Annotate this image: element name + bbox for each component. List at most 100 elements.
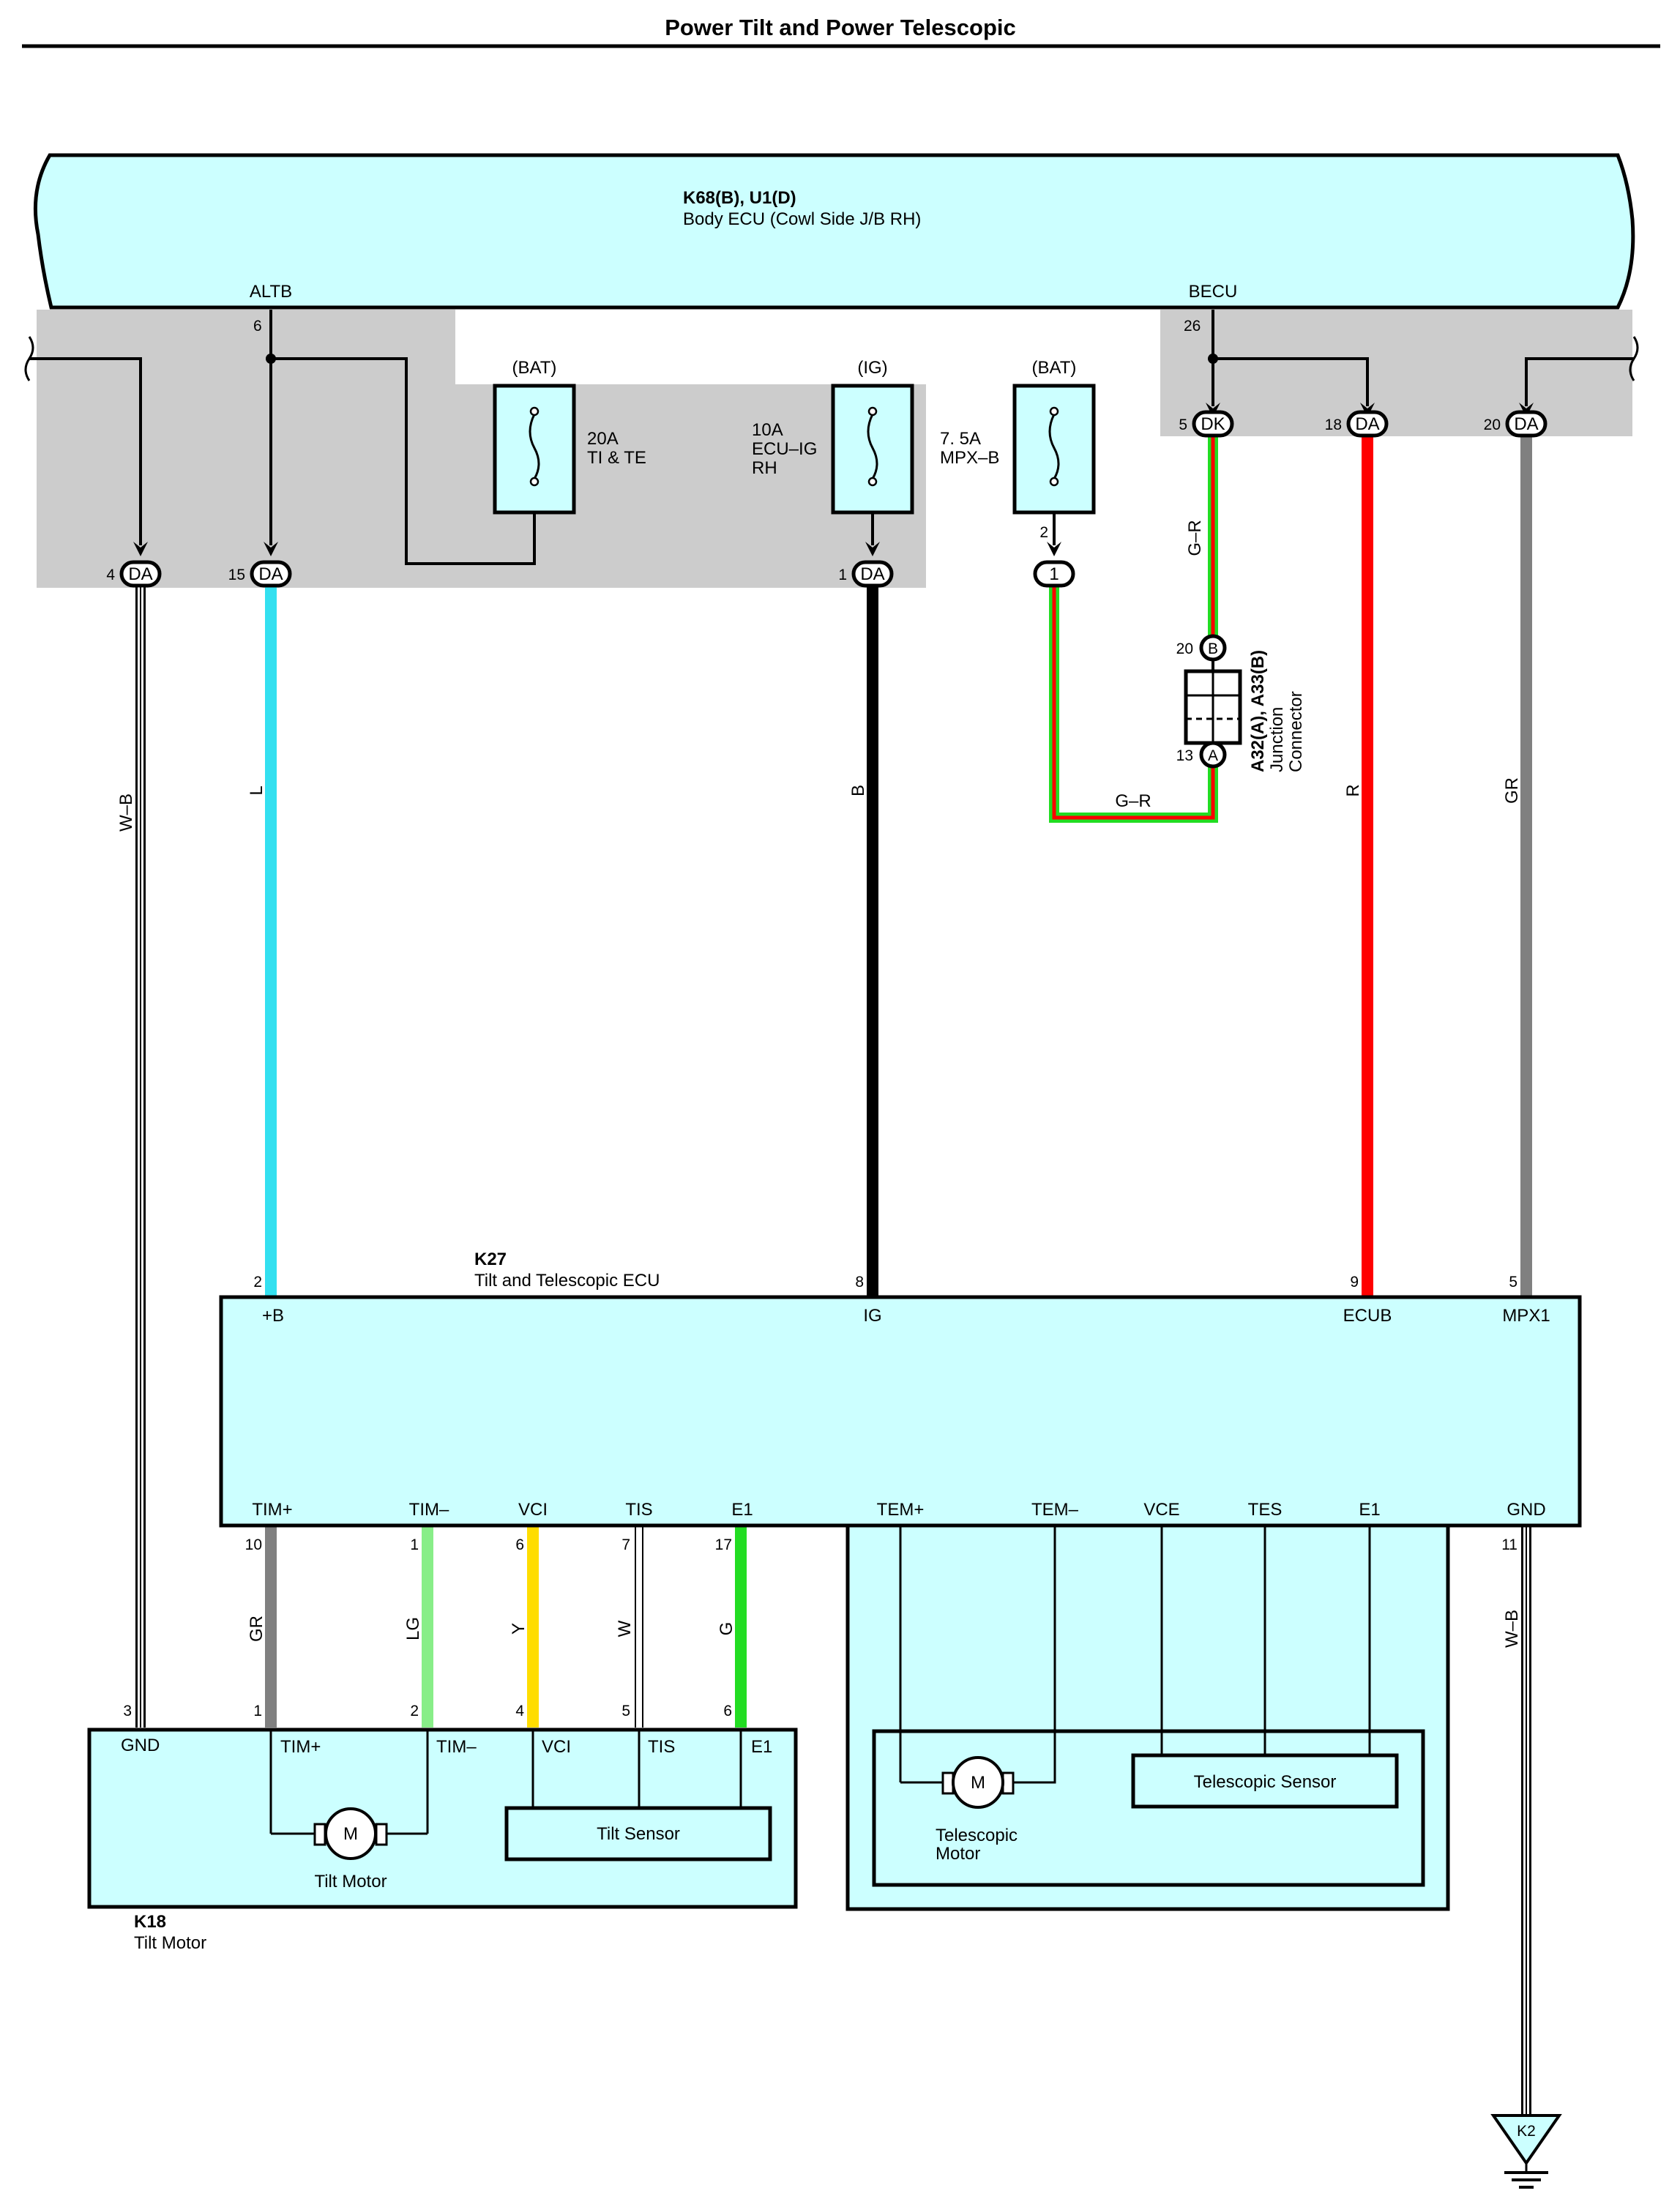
- fuse-ti-te: (BAT) 20A TI & TE: [493, 358, 646, 515]
- fuse-mpx-b-source: (BAT): [1032, 358, 1077, 378]
- ecu-term-gnd: GND: [1507, 1500, 1545, 1520]
- label-wire-lg: LG: [403, 1617, 423, 1640]
- junction-name-2: Connector: [1286, 691, 1306, 772]
- ecu-pin-ig: 8: [855, 1274, 864, 1291]
- body-ecu-name: Body ECU (Cowl Side J/B RH): [683, 209, 921, 229]
- junction-connector: B 20 A 13 A32(A), A33(B) Junction Connec…: [1176, 634, 1306, 772]
- tilt-pin-vci: 4: [515, 1703, 524, 1719]
- fuse-mpx-b-rating: 7. 5A: [940, 429, 981, 449]
- label-wire-y: Y: [509, 1623, 529, 1635]
- fuse-terminal: [529, 477, 540, 487]
- ecu-term-tem-plus: TEM+: [877, 1500, 925, 1520]
- junction-pin-a-number: 13: [1176, 747, 1193, 764]
- ecu-pin-tim-minus: 1: [410, 1536, 419, 1553]
- arrow-icon: [133, 542, 148, 556]
- connector-arrows: [133, 403, 1534, 556]
- connector-dk5: [1192, 410, 1234, 438]
- ecu-pin-tim-plus: 10: [245, 1536, 262, 1553]
- junction-block-left-area: [37, 310, 926, 588]
- page-title: Power Tilt and Power Telescopic: [665, 15, 1016, 40]
- ecu-term-tes: TES: [1248, 1500, 1283, 1520]
- ground-triangle: [1490, 2114, 1562, 2166]
- term-altb: ALTB: [250, 282, 292, 302]
- tilt-motor-label: Tilt Motor: [314, 1872, 387, 1891]
- connector-da4-pin: 4: [106, 567, 115, 583]
- junction-name: Junction: [1267, 707, 1287, 772]
- label-wire-r: R: [1343, 784, 1363, 796]
- telescopic-section: M Telescopic Motor Telescopic Sensor: [845, 1523, 1450, 1911]
- telescopic-sensor-label: Telescopic Sensor: [1194, 1772, 1337, 1792]
- tilt-telescopic-ecu: K27 Tilt and Telescopic ECU 2 +B 8 IG 9 …: [219, 1250, 1582, 1553]
- tilt-pin-gnd: 3: [123, 1703, 132, 1719]
- ecu-term-vce: VCE: [1143, 1500, 1179, 1520]
- fuse-terminal: [867, 477, 878, 487]
- fuse-terminal: [1049, 406, 1059, 417]
- tilt-pin-tim-minus: 2: [410, 1703, 419, 1719]
- ground-k2: K2: [1490, 2114, 1562, 2189]
- tilt-pin-tis: 5: [621, 1703, 630, 1719]
- connector-1-tag: 1: [1049, 564, 1059, 584]
- body-ecu: K68(B), U1(D) Body ECU (Cowl Side J/B RH…: [33, 153, 1635, 335]
- fuse-ecu-ig: (IG) 10A ECU–IG RH: [752, 358, 914, 515]
- connector-da15-tag: DA: [258, 564, 283, 584]
- tilt-term-gnd: GND: [121, 1736, 160, 1755]
- ecu-pin-mpx1: 5: [1509, 1274, 1517, 1291]
- connector-da15-pin: 15: [228, 567, 245, 583]
- connector-da18-pin: 18: [1325, 417, 1342, 433]
- fuse-ecu-ig-source: (IG): [857, 358, 887, 378]
- fuse-ecu-ig-name: ECU–IG: [752, 439, 817, 459]
- ecu-term-e1: E1: [731, 1500, 753, 1520]
- connector-ovals: DA 4 DA 15 DA 1 1 2 DK 5 DA 18 DA 20: [106, 410, 1548, 588]
- connector-da1-pin: 1: [838, 567, 847, 583]
- body-ecu-code: K68(B), U1(D): [683, 188, 796, 208]
- tilt-term-tim-plus: TIM+: [280, 1737, 321, 1757]
- ecu-term-tis: TIS: [625, 1500, 652, 1520]
- fuse-terminal: [1049, 477, 1059, 487]
- junction-block-right-area: [1160, 310, 1632, 436]
- pin-becu: 26: [1184, 318, 1201, 335]
- tilt-module-code: K18: [134, 1912, 166, 1932]
- label-wire-l: L: [247, 785, 266, 795]
- junction-block-wiring: [29, 310, 1634, 565]
- fuse-ti-te-source: (BAT): [512, 358, 557, 378]
- fuse-ecu-ig-rating: 10A: [752, 420, 783, 440]
- fuse-terminal: [867, 406, 878, 417]
- label-wire-g-r-horizontal: G–R: [1115, 791, 1151, 811]
- ecu-body: [219, 1295, 1582, 1528]
- jb-wire-da20: [1525, 357, 1634, 406]
- fuse-ti-te-rating: 20A: [587, 429, 619, 449]
- tilt-sensor-box: [504, 1806, 772, 1861]
- ecu-code: K27: [474, 1250, 507, 1269]
- telescopic-outer-box: [845, 1523, 1450, 1911]
- label-wire-g-r-vertical: G–R: [1185, 520, 1205, 556]
- tilt-module-name: Tilt Motor: [134, 1933, 206, 1953]
- connector-da20-pin: 20: [1484, 417, 1501, 433]
- ecu-term-vci: VCI: [518, 1500, 548, 1520]
- jb-wire-fuse-ti-te: [271, 357, 536, 565]
- fuse-element-icon: [529, 414, 540, 479]
- label-wire-gr-tim: GR: [247, 1616, 266, 1642]
- arrow-icon: [264, 542, 278, 556]
- wire-g-r-loop-stripe: [1052, 586, 1215, 820]
- label-wire-g: G: [717, 1622, 736, 1636]
- term-becu: BECU: [1189, 282, 1238, 302]
- ground-code: K2: [1517, 2123, 1536, 2140]
- tilt-term-e1: E1: [751, 1737, 772, 1757]
- tilt-sensor-label: Tilt Sensor: [597, 1824, 680, 1844]
- connector-1-pin: 2: [1039, 524, 1048, 541]
- tilt-motor-icon: [324, 1807, 377, 1860]
- label-wire-w: W: [615, 1620, 635, 1637]
- jb-wire-da18: [1213, 357, 1369, 406]
- tilt-term-vci: VCI: [542, 1737, 571, 1757]
- ecu-pin-vci: 6: [515, 1536, 524, 1553]
- fuse-terminal: [529, 406, 540, 417]
- wire-labels: W–B L B G–R G–R R GR GR LG Y W G W–B: [116, 520, 1522, 1648]
- ecu-name: Tilt and Telescopic ECU: [474, 1271, 660, 1291]
- junction-pin-b-tag: B: [1208, 640, 1218, 657]
- ecu-term-ig: IG: [863, 1306, 881, 1326]
- label-wire-w-b-right: W–B: [1502, 1610, 1522, 1648]
- label-wire-gr: GR: [1502, 777, 1522, 804]
- connector-da4-tag: DA: [128, 564, 152, 584]
- arrow-icon: [865, 542, 880, 556]
- connector-da20: [1505, 410, 1548, 438]
